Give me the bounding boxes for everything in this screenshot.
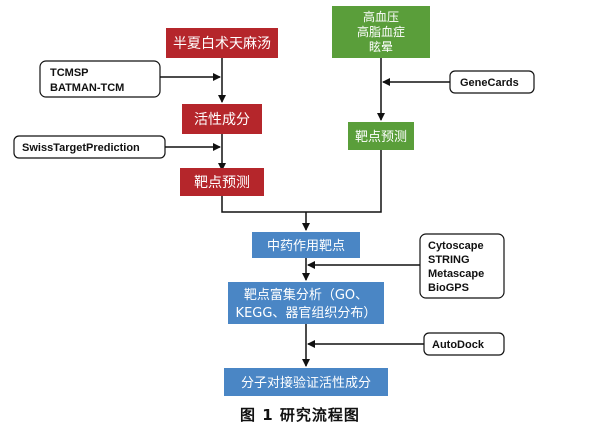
figure-caption: 图 1 研究流程图 [240, 406, 360, 424]
node-disease-target-label: 靶点预测 [355, 130, 407, 145]
tool-network-line-3: Metascape [428, 268, 484, 280]
flowchart: 半夏白术天麻汤 活性成分 靶点预测 高血压 高脂血症 眩晕 靶点预测 中药作用靶… [13, 6, 535, 396]
node-active-ingredients: 活性成分 [182, 104, 262, 134]
node-disease: 高血压 高脂血症 眩晕 [332, 6, 430, 58]
tool-network-line-2: STRING [428, 254, 470, 266]
node-tcm-target-label: 中药作用靶点 [267, 239, 345, 254]
node-disease-line-1: 高血压 [363, 9, 399, 24]
node-disease-line-2: 高脂血症 [357, 24, 405, 39]
node-active-label: 活性成分 [194, 112, 250, 128]
node-tcm-targets: 中药作用靶点 [252, 232, 360, 258]
tool-tcmsp-line-1: TCMSP [50, 67, 89, 79]
node-herb-formula: 半夏白术天麻汤 [166, 28, 278, 58]
connectors [160, 58, 450, 367]
node-disease-target-prediction: 靶点预测 [348, 122, 414, 150]
tool-swiss-label: SwissTargetPrediction [22, 142, 140, 154]
tool-tcmsp-batman: TCMSP BATMAN-TCM [39, 60, 161, 98]
node-enrich-line-2: KEGG、器官组织分布） [236, 305, 377, 321]
node-herb-target-label: 靶点预测 [194, 175, 250, 191]
tool-tcmsp-line-2: BATMAN-TCM [50, 82, 124, 94]
node-enrich-line-1: 靶点富集分析（GO、 [244, 287, 368, 303]
node-enrichment-analysis: 靶点富集分析（GO、 KEGG、器官组织分布） [228, 282, 384, 324]
merge-left [221, 196, 306, 213]
tool-network-line-4: BioGPS [428, 282, 469, 294]
merge-right [306, 150, 382, 213]
tool-network-line-1: Cytoscape [428, 240, 484, 252]
tool-swisstargetprediction: SwissTargetPrediction [13, 135, 166, 159]
node-disease-line-3: 眩晕 [369, 39, 393, 54]
tool-network-analysis: Cytoscape STRING Metascape BioGPS [419, 233, 505, 299]
node-docking-label: 分子对接验证活性成分 [241, 375, 371, 391]
tool-genecards-label: GeneCards [460, 77, 519, 89]
node-herb-target-prediction: 靶点预测 [180, 168, 264, 196]
tool-genecards: GeneCards [449, 70, 535, 94]
tool-autodock: AutoDock [423, 332, 505, 356]
tool-autodock-label: AutoDock [432, 339, 485, 351]
node-herb-label: 半夏白术天麻汤 [173, 36, 271, 52]
node-molecular-docking: 分子对接验证活性成分 [224, 368, 388, 396]
